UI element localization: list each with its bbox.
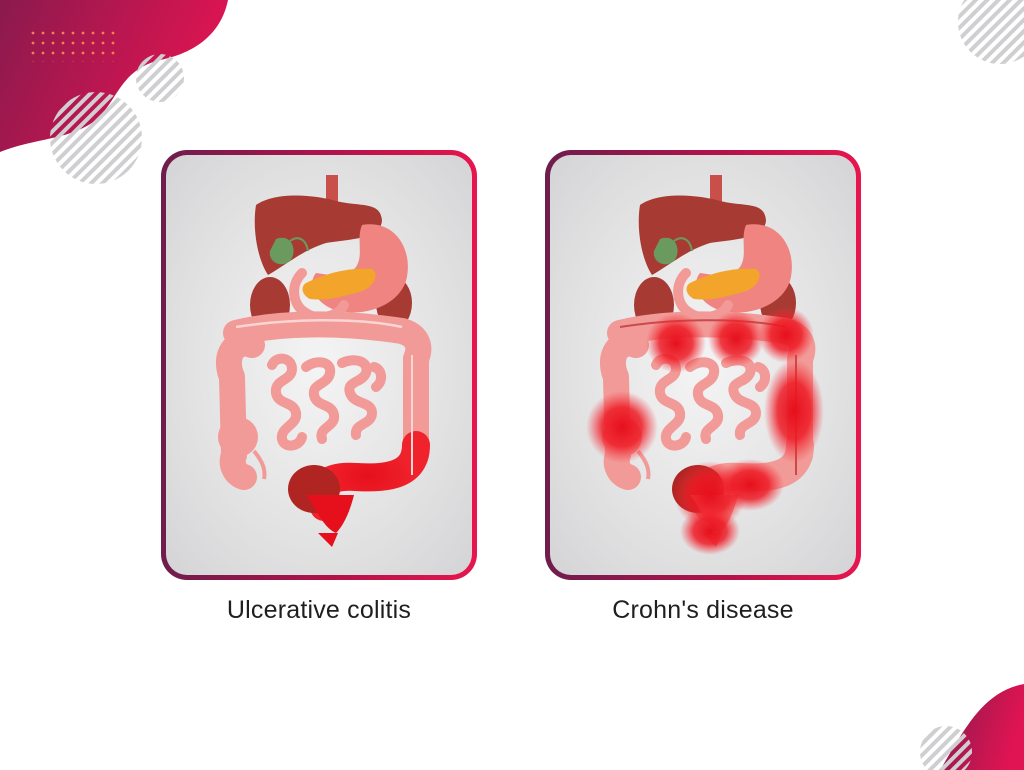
panel-ulcerative-colitis xyxy=(161,150,477,580)
colon xyxy=(216,330,265,490)
colon xyxy=(600,330,649,490)
digestive-system-illustration xyxy=(216,175,432,547)
striped-circle xyxy=(136,54,184,102)
small-intestine xyxy=(267,353,386,451)
small-intestine xyxy=(651,353,770,451)
inflammation-spots xyxy=(586,307,824,555)
caption-ulcerative-colitis: Ulcerative colitis xyxy=(226,596,412,624)
striped-circle xyxy=(920,726,972,770)
panel-crohns-disease xyxy=(545,150,861,580)
caption-crohns-disease: Crohn's disease xyxy=(612,596,794,624)
striped-circle xyxy=(958,0,1024,64)
digestive-system-illustration xyxy=(586,175,824,555)
gallbladder xyxy=(653,237,678,265)
panel-inner xyxy=(166,155,472,575)
panel-inner xyxy=(550,155,856,575)
gallbladder xyxy=(269,237,294,265)
striped-circle xyxy=(50,92,142,184)
pancreas xyxy=(686,268,760,300)
pancreas xyxy=(302,268,376,300)
